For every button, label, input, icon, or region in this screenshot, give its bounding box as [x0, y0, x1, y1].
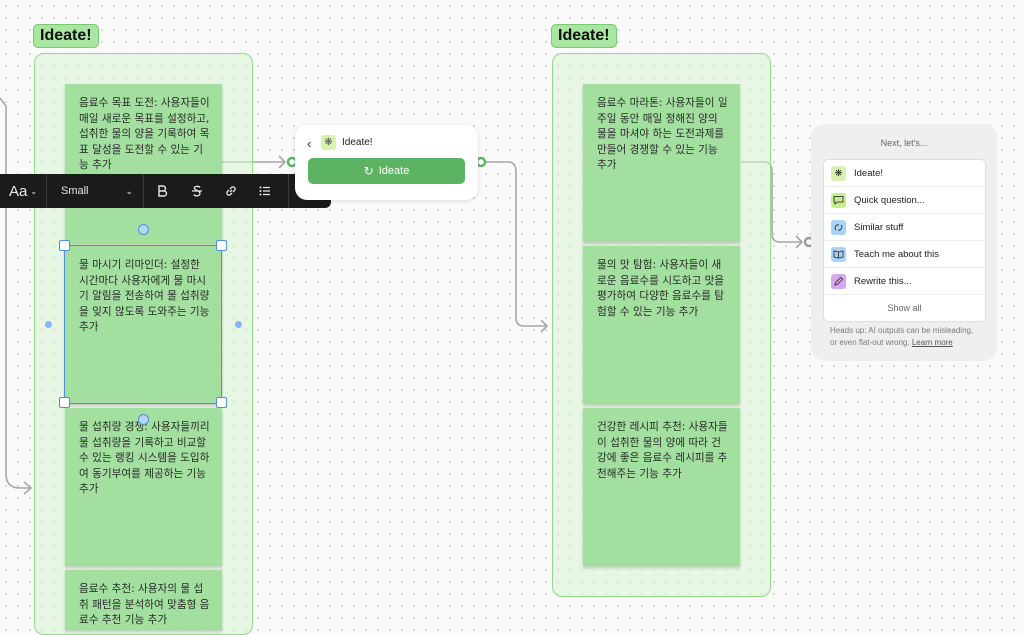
- strikethrough-icon: [192, 185, 202, 197]
- ideate-button-label: Ideate: [378, 165, 410, 177]
- book-icon: [831, 246, 846, 262]
- ideate-card: ‹ ❋ Ideate! ↻ Ideate: [295, 125, 478, 200]
- menu-item-ideate[interactable]: ❋ Ideate!: [824, 160, 985, 187]
- menu-item-label: Similar stuff: [854, 221, 904, 233]
- section-tag-right[interactable]: Ideate!: [551, 24, 617, 48]
- selection-frame[interactable]: [64, 245, 222, 404]
- strikethrough-button[interactable]: [180, 174, 214, 208]
- disclaimer-text: Heads up: AI outputs can be misleading, …: [830, 326, 974, 347]
- menu-item-label: Ideate!: [854, 167, 884, 179]
- sticky-note[interactable]: 물의 맛 탐험: 사용자들이 새로운 음료수를 시도하고 맛을 평가하여 다양한…: [583, 246, 740, 404]
- learn-more-link[interactable]: Learn more: [911, 338, 953, 347]
- panel-title: Next, let's...: [880, 138, 928, 148]
- toolbar-divider: [288, 174, 289, 208]
- next-actions-panel: Next, let's... ❋ Ideate! Quick question.…: [811, 124, 997, 361]
- size-select-label: Small: [61, 185, 89, 197]
- sticky-note[interactable]: 음료수 마라톤: 사용자들이 일주일 동안 매일 정해진 양의 물을 마셔야 하…: [583, 84, 740, 242]
- font-icon: Aa: [8, 182, 28, 200]
- sticky-note[interactable]: 건강한 레시피 추천: 사용자들이 섭취한 물의 양에 따라 건강에 좋은 음료…: [583, 408, 740, 566]
- list-icon: [259, 186, 270, 196]
- link-button[interactable]: [214, 174, 248, 208]
- back-chevron-icon[interactable]: ‹: [307, 136, 312, 151]
- resize-handle-top-left[interactable]: [59, 240, 70, 251]
- resize-handle-bottom-left[interactable]: [59, 397, 70, 408]
- connection-handle-bottom[interactable]: [138, 414, 149, 425]
- ideate-card-title: Ideate!: [342, 137, 373, 148]
- connection-handle-left[interactable]: [45, 321, 52, 328]
- menu-item-similar-stuff[interactable]: Similar stuff: [824, 214, 985, 241]
- chevron-down-icon: ⌄: [125, 185, 133, 196]
- toolbar-divider: [143, 174, 144, 208]
- sticky-note-selected[interactable]: 물 마시기 리마인더: 설정한 시간마다 사용자에게 물 마시기 알림을 전송하…: [65, 246, 222, 404]
- font-button[interactable]: Aa ⌄: [0, 174, 46, 208]
- pen-icon: [831, 273, 846, 289]
- list-button[interactable]: [248, 174, 282, 208]
- section-tag-left[interactable]: Ideate!: [33, 24, 99, 48]
- link-icon: [226, 186, 236, 196]
- menu-item-rewrite[interactable]: Rewrite this...: [824, 268, 985, 295]
- toolbar-divider: [46, 174, 47, 208]
- format-toolbar: Aa ⌄ Small ⌄: [0, 174, 331, 208]
- sparkle-icon: ❋: [831, 165, 846, 181]
- menu-item-teach-me[interactable]: Teach me about this: [824, 241, 985, 268]
- ideate-button[interactable]: ↻ Ideate: [308, 158, 465, 184]
- connection-handle-right[interactable]: [235, 321, 242, 328]
- resize-handle-top-right[interactable]: [216, 240, 227, 251]
- connection-handle-top[interactable]: [138, 224, 149, 235]
- similar-icon: [831, 219, 846, 235]
- bold-icon: [158, 185, 168, 197]
- size-select[interactable]: Small ⌄: [47, 174, 143, 208]
- show-all-button[interactable]: Show all: [824, 295, 985, 321]
- sticky-note[interactable]: 음료수 목표 도전: 사용자들이 매일 새로운 목표를 설정하고, 섭취한 물의…: [65, 84, 222, 244]
- menu-item-label: Rewrite this...: [854, 275, 912, 287]
- menu-item-label: Teach me about this: [854, 248, 940, 260]
- bold-button[interactable]: [144, 174, 180, 208]
- connector-lines: [0, 97, 815, 495]
- show-all-label: Show all: [887, 303, 922, 313]
- chat-bubble-icon: [831, 192, 846, 208]
- chevron-down-icon: ⌄: [30, 186, 38, 196]
- refresh-icon: ↻: [363, 164, 374, 178]
- sparkle-icon: ❋: [321, 135, 336, 150]
- sticky-note[interactable]: 물 섭취량 경쟁: 사용자들끼리 물 섭취량을 기록하고 비교할 수 있는 랭킹…: [65, 408, 222, 566]
- menu-item-label: Quick question...: [854, 194, 925, 206]
- action-menu: ❋ Ideate! Quick question... Similar stuf…: [823, 159, 986, 322]
- menu-item-quick-question[interactable]: Quick question...: [824, 187, 985, 214]
- disclaimer: Heads up: AI outputs can be misleading, …: [830, 325, 980, 349]
- resize-handle-bottom-right[interactable]: [216, 397, 227, 408]
- sticky-note[interactable]: 음료수 추천: 사용자의 물 섭취 패턴을 분석하여 맞춤형 음료수 추천 기능…: [65, 570, 222, 630]
